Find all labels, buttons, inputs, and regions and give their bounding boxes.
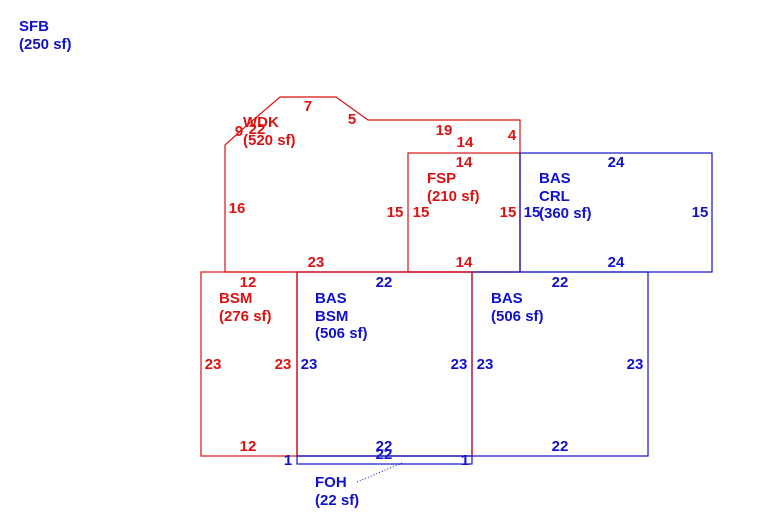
sfb-code: SFB (19, 18, 49, 35)
fsp-code: FSP (427, 170, 456, 187)
bsm-code: BSM (219, 290, 252, 307)
wdk-dim-upper-run: 19 (436, 122, 453, 139)
wdk-dim-top: 7 (304, 98, 312, 115)
wdk-dim-diag-left-a: 9 (235, 123, 243, 140)
crl-dim-bottom: 24 (608, 254, 625, 271)
fsp-dim-left-in: 15 (413, 204, 430, 221)
fsp-dim-bottom: 14 (456, 254, 473, 271)
wdk-dim-upper-seg: 14 (457, 134, 474, 151)
fsp-area: (210 sf) (427, 188, 480, 205)
bsm-dim-top: 12 (240, 274, 257, 291)
crl-dim-top: 24 (608, 154, 625, 171)
foh-leader-line (356, 462, 403, 483)
bas-area: (506 sf) (491, 308, 544, 325)
wdk-code: WDK (243, 114, 279, 131)
crl-dim-left: 15 (524, 204, 541, 221)
bas-bsm-sub: BSM (315, 308, 348, 325)
bas-crl-sub: CRL (539, 188, 570, 205)
wdk-dim-right-short: 4 (508, 127, 517, 144)
fsp-dim-right-in: 15 (500, 204, 517, 221)
bas-bsm-dim-bottom: 22 (376, 438, 393, 455)
wdk-area: (520 sf) (243, 132, 296, 149)
bsm-dim-bottom: 12 (240, 438, 257, 455)
foh-area: (22 sf) (315, 492, 359, 509)
foh-dim-left: 1 (284, 452, 292, 469)
bas-bsm-area: (506 sf) (315, 325, 368, 342)
bas-bsm-dim-left: 23 (301, 356, 318, 373)
bas-crl-area: (360 sf) (539, 205, 592, 222)
bas-dim-top: 22 (552, 274, 569, 291)
crl-dim-right: 15 (692, 204, 709, 221)
wdk-dim-diag-left-b: 22 (249, 121, 266, 138)
foh-dim-right: 1 (461, 452, 469, 469)
bas-dim-bottom: 22 (552, 438, 569, 455)
bas-bsm-dim-top: 22 (376, 274, 393, 291)
bsm-dim-right: 23 (275, 356, 292, 373)
wdk-dim-left: 16 (229, 200, 246, 217)
bas-code: BAS (491, 290, 523, 307)
foh-code: FOH (315, 474, 347, 491)
bas-dim-right: 23 (627, 356, 644, 373)
bas-crl-code: BAS (539, 170, 571, 187)
bas-bsm-code: BAS (315, 290, 347, 307)
bsm-dim-left: 23 (205, 356, 222, 373)
bas-bsm-dim-right: 23 (451, 356, 468, 373)
foh-outline (296, 455, 473, 465)
fsp-dim-top: 14 (456, 154, 473, 171)
foh-dim-length: 22 (376, 446, 393, 463)
wdk-dim-bottom: 23 (308, 254, 325, 271)
wdk-dim-diag-right: 5 (348, 111, 356, 128)
fsp-dim-left-out: 15 (387, 204, 404, 221)
bas-dim-left: 23 (477, 356, 494, 373)
bsm-area: (276 sf) (219, 308, 272, 325)
sfb-area: (250 sf) (19, 36, 72, 53)
